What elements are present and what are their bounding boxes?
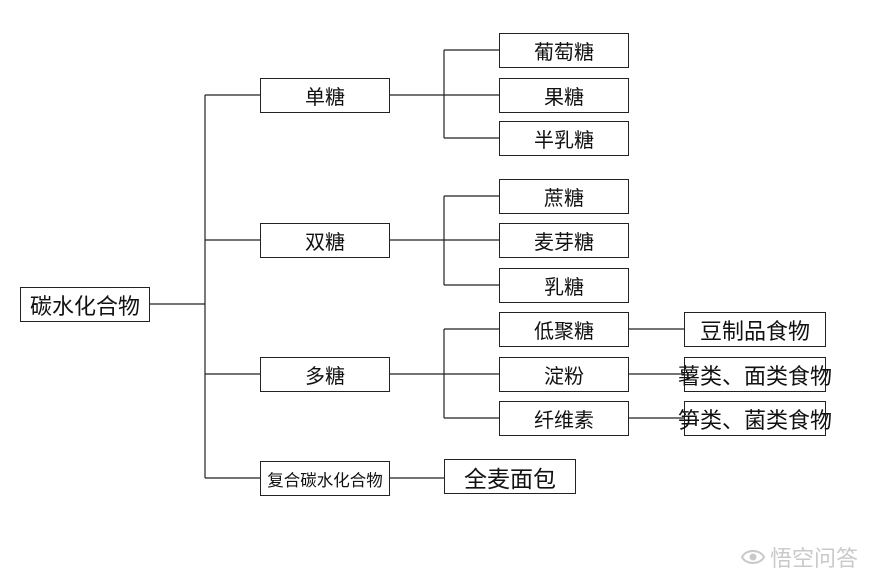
- eye-logo-icon: [740, 550, 766, 564]
- leaf-lactose: 乳糖: [499, 268, 629, 303]
- watermark-text: 悟空问答: [769, 547, 858, 572]
- leaf-cellulose: 纤维素: [499, 401, 629, 436]
- leaf-fructose: 果糖: [499, 78, 629, 113]
- leaf-whole-wheat-bread: 全麦面包: [444, 459, 576, 494]
- leaf-sucrose: 蔗糖: [499, 179, 629, 214]
- category-disaccharide: 双糖: [260, 223, 390, 258]
- leaf-oligosaccharide: 低聚糖: [499, 312, 629, 347]
- root-node: 碳水化合物: [20, 287, 150, 322]
- leaf-glucose: 葡萄糖: [499, 33, 629, 68]
- category-monosaccharide: 单糖: [260, 78, 390, 113]
- leaf-galactose: 半乳糖: [499, 121, 629, 156]
- leaf-starch: 淀粉: [499, 357, 629, 392]
- category-polysaccharide: 多糖: [260, 357, 390, 392]
- food-bamboo-mushrooms: 笋类、菌类食物: [678, 401, 832, 436]
- category-complex-carbohydrate: 复合碳水化合物: [260, 461, 390, 496]
- food-soy-products: 豆制品食物: [684, 312, 826, 347]
- food-tubers-noodles: 薯类、面类食物: [678, 357, 832, 392]
- leaf-maltose: 麦芽糖: [499, 223, 629, 258]
- watermark: 悟空问答: [740, 541, 858, 573]
